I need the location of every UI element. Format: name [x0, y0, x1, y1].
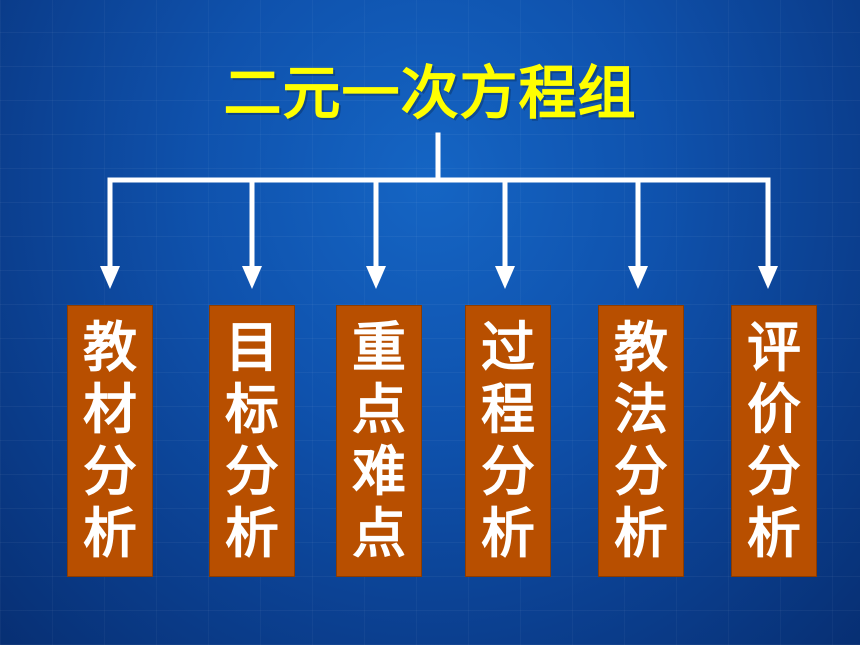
diagram-node-5: 教法分析 — [598, 305, 684, 577]
diagram-node-4: 过程分析 — [465, 305, 551, 577]
arrow-down-icon-2 — [242, 266, 262, 289]
diagram-node-label-5: 教法分析 — [614, 316, 668, 565]
diagram-node-2: 目标分析 — [209, 305, 295, 577]
arrow-down-icon-4 — [495, 266, 515, 289]
diagram-node-label-3: 重点难点 — [352, 316, 406, 565]
diagram-node-label-1: 教材分析 — [83, 316, 137, 565]
arrow-down-icon-3 — [366, 266, 386, 289]
arrow-down-icon-5 — [628, 266, 648, 289]
diagram-title: 二元一次方程组 — [223, 59, 637, 127]
diagram-node-6: 评价分析 — [731, 305, 817, 577]
arrow-down-icon-6 — [758, 266, 778, 289]
diagram-node-1: 教材分析 — [67, 305, 153, 577]
diagram-node-label-6: 评价分析 — [747, 316, 801, 565]
diagram-node-label-4: 过程分析 — [481, 316, 535, 565]
diagram-node-3: 重点难点 — [336, 305, 422, 577]
arrow-down-icon-1 — [100, 266, 120, 289]
diagram-node-label-2: 目标分析 — [225, 316, 279, 565]
